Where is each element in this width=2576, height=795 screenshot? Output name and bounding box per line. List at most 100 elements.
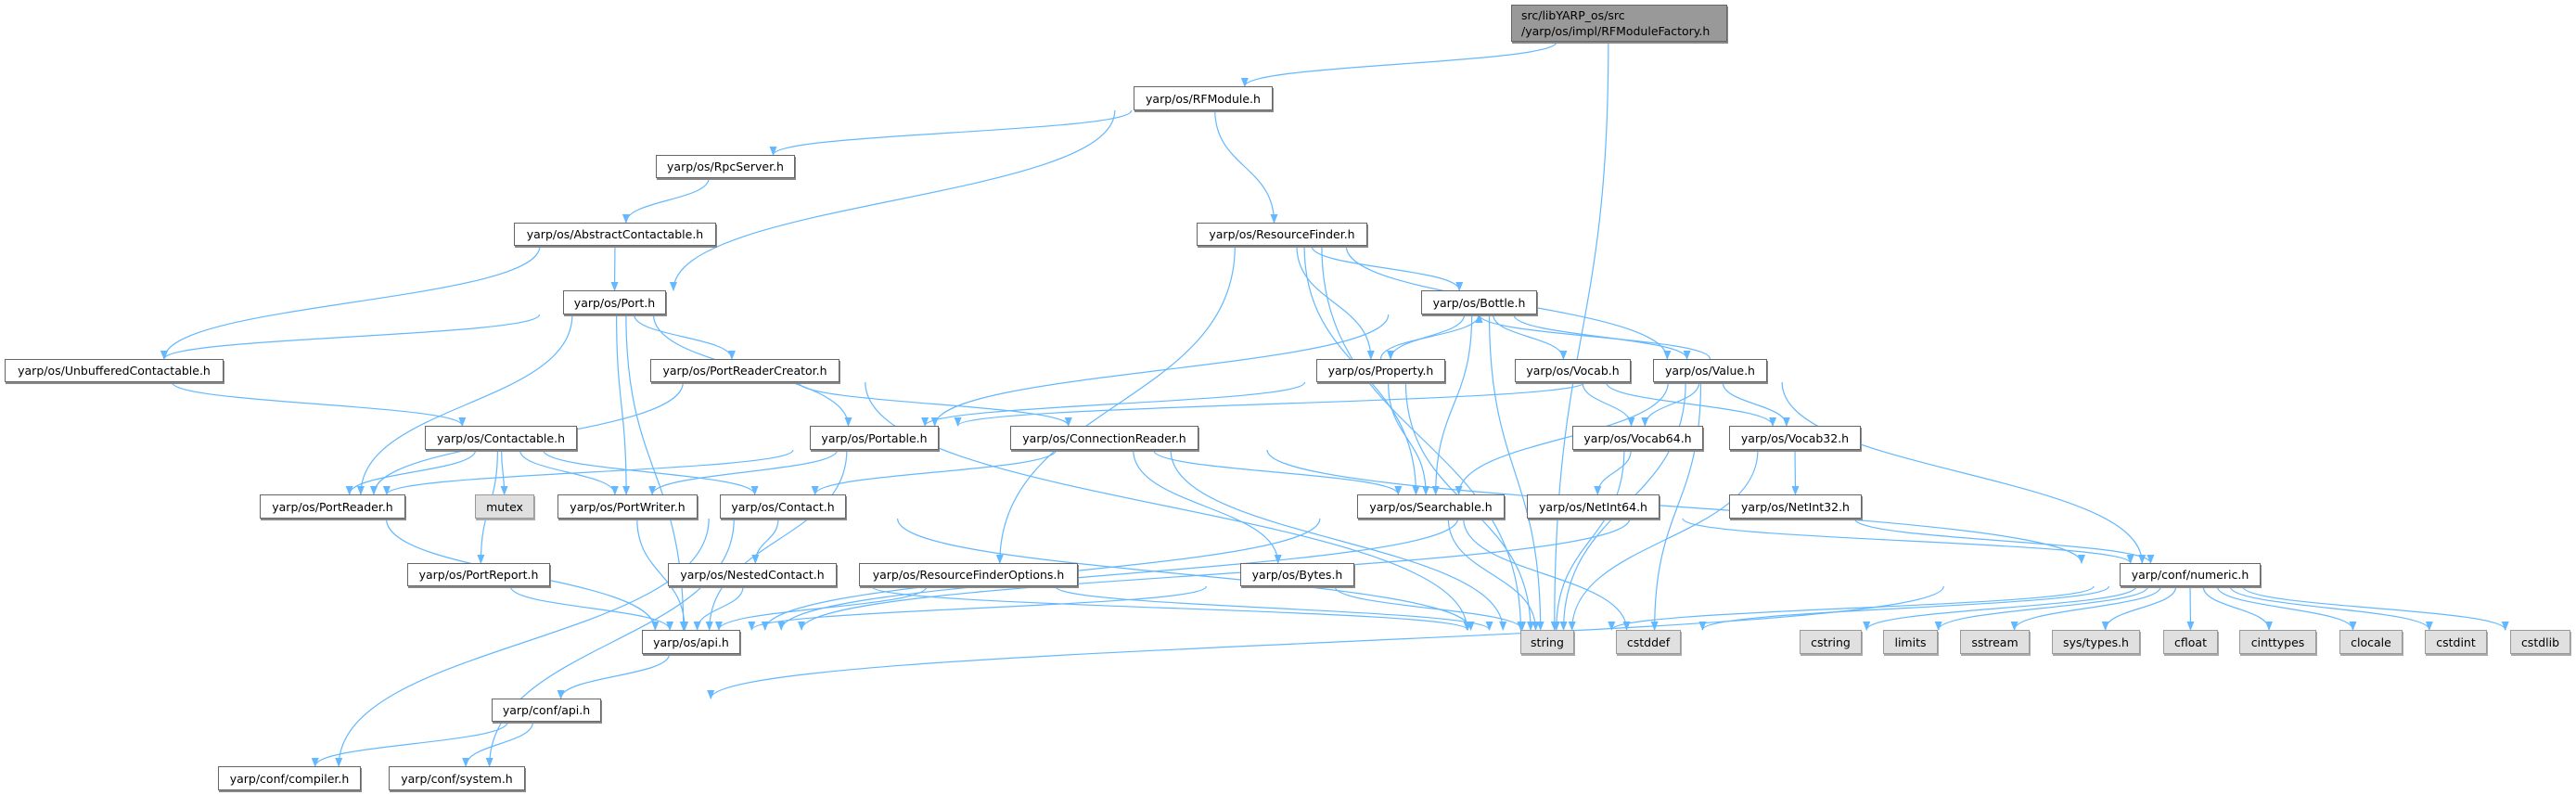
graph-node-vocab32[interactable]: yarp/os/Vocab32.h (1729, 426, 1861, 450)
graph-node-sstream: sstream (1960, 630, 2030, 654)
edge-portwriter-to-osapi (636, 518, 689, 631)
edge-value-to-portable (954, 381, 1585, 427)
edge-contactable-to-portwriter (519, 449, 619, 495)
edge-nestedcontact-to-osapi (693, 585, 744, 631)
edge-portable-to-portreader (383, 449, 794, 495)
graph-node-netint32[interactable]: yarp/os/NetInt32.h (1729, 494, 1862, 519)
edge-property-to-bottle (1379, 314, 1483, 360)
edge-contact-to-nestedcontact (751, 518, 779, 564)
graph-node-resourcefinder[interactable]: yarp/os/ResourceFinder.h (1197, 223, 1367, 246)
edge-vocab-to-vocab32 (1605, 381, 1776, 427)
graph-node-clocale: clocale (2339, 630, 2403, 654)
graph-node-limits: limits (1883, 630, 1938, 654)
edge-rfmodule-to-port (669, 109, 1116, 291)
edge-vocab64-to-string (1552, 449, 1625, 631)
graph-node-contactable[interactable]: yarp/os/Contactable.h (425, 426, 577, 450)
graph-node-confapi[interactable]: yarp/conf/api.h (492, 699, 601, 722)
graph-node-cstddef: cstddef (1616, 630, 1681, 654)
graph-node-cstdlib: cstdlib (2510, 630, 2570, 654)
graph-node-system[interactable]: yarp/conf/system.h (389, 766, 525, 790)
graph-node-vocab[interactable]: yarp/os/Vocab.h (1515, 359, 1631, 382)
edge-value-to-numeric (1781, 381, 2147, 564)
graph-node-portreadercreator[interactable]: yarp/os/PortReaderCreator.h (650, 359, 839, 382)
edge-vocab-to-vocab64 (1582, 381, 1635, 427)
graph-node-bytes[interactable]: yarp/os/Bytes.h (1240, 563, 1354, 586)
edge-rfmodule-to-rpcserver (769, 109, 1133, 156)
edge-root-to-rfmodule (1240, 41, 1557, 87)
graph-node-property[interactable]: yarp/os/Property.h (1316, 359, 1445, 382)
edge-bottle-to-searchable (1431, 314, 1473, 495)
graph-node-string: string (1520, 630, 1574, 654)
edge-resourcefinder-to-property (1296, 245, 1375, 360)
graph-node-contact[interactable]: yarp/os/Contact.h (720, 494, 846, 519)
edge-netint32-to-osapi (798, 518, 1631, 631)
edge-vocab64-to-netint64 (1594, 449, 1632, 495)
graph-node-nestedcontact[interactable]: yarp/os/NestedContact.h (668, 563, 837, 586)
edge-port-to-portreader (356, 314, 573, 495)
edge-rfmodule-to-resourcefinder (1214, 109, 1278, 224)
graph-node-unbufferedcontactable[interactable]: yarp/os/UnbufferedContactable.h (5, 359, 224, 382)
graph-node-resourcefinderoptions[interactable]: yarp/os/ResourceFinderOptions.h (859, 563, 1078, 586)
graph-node-rpcserver[interactable]: yarp/os/RpcServer.h (656, 155, 795, 178)
edge-netint32-to-numeric (1853, 518, 2155, 564)
edge-value-to-cstddef (1650, 381, 1702, 631)
edge-resourcefinder-to-bottle (1311, 245, 1464, 291)
edge-numeric-to-string (1608, 585, 2095, 631)
graph-node-mutex: mutex (475, 494, 534, 519)
edge-value-to-vocab64 (1641, 381, 1700, 427)
edge-nestedcontact-to-string (870, 585, 1472, 631)
graph-node-compiler[interactable]: yarp/conf/compiler.h (218, 766, 361, 790)
edge-netint64-to-numeric (1682, 518, 2134, 564)
edge-value-to-bottle (1475, 314, 1711, 360)
graph-node-searchable[interactable]: yarp/os/Searchable.h (1357, 494, 1505, 519)
graph-node-root-file: src/libYARP_os/src /yarp/os/impl/RFModul… (1511, 5, 1727, 42)
graph-node-cstring: cstring (1800, 630, 1862, 654)
edge-contactable-to-mutex (500, 449, 508, 495)
edge-port-to-portwriter (616, 314, 631, 495)
graph-node-bottle[interactable]: yarp/os/Bottle.h (1421, 290, 1537, 314)
graph-node-rfmodule[interactable]: yarp/os/RFModule.h (1134, 86, 1273, 110)
graph-node-vocab64[interactable]: yarp/os/Vocab64.h (1572, 426, 1703, 450)
edge-connectionreader-to-contact (811, 449, 1057, 495)
graph-node-cstdint: cstdint (2425, 630, 2487, 654)
edge-bytes-to-osapi (748, 585, 1208, 631)
edge-bytes-to-string (1334, 585, 1526, 631)
edge-bottle-to-portable (930, 314, 1390, 427)
edge-resourcefinder-to-string (1321, 245, 1525, 631)
edge-contactable-to-portreader (345, 449, 477, 495)
graph-node-value[interactable]: yarp/os/Value.h (1653, 359, 1767, 382)
edge-numeric-to-confapi (707, 585, 1944, 699)
edge-value-to-searchable (1455, 381, 1669, 495)
edge-contactable-to-contact (543, 449, 759, 495)
edge-osapi-to-confapi (557, 653, 671, 699)
graph-node-systypes: sys/types.h (2052, 630, 2140, 654)
edge-numeric-to-limits (1934, 585, 2149, 631)
edge-port-to-portreadercreator (633, 314, 736, 360)
graph-node-cfloat: cfloat (2163, 630, 2218, 654)
graph-node-port[interactable]: yarp/os/Port.h (563, 290, 666, 314)
graph-node-connectionreader[interactable]: yarp/os/ConnectionReader.h (1010, 426, 1198, 450)
edge-property-to-portable (921, 381, 1306, 427)
edge-numeric-to-cstdint (2229, 585, 2433, 631)
graph-node-osapi[interactable]: yarp/os/api.h (642, 630, 740, 654)
edge-numeric-to-clocale (2216, 585, 2357, 631)
graph-node-portreport[interactable]: yarp/os/PortReport.h (407, 563, 550, 586)
edge-value-to-vocab32 (1722, 381, 1790, 427)
edge-port-to-unbufferedcontactable (160, 314, 541, 360)
graph-node-numeric[interactable]: yarp/conf/numeric.h (2120, 563, 2261, 586)
root-label-line-1: src/libYARP_os/src (1521, 8, 1625, 22)
graph-node-netint64[interactable]: yarp/os/NetInt64.h (1527, 494, 1660, 519)
edge-numeric-to-cstdlib (2242, 585, 2509, 631)
edge-bottle-to-string (1488, 314, 1544, 631)
edge-connectionreader-to-searchable (1152, 449, 1403, 495)
edge-bottle-to-vocab (1493, 314, 1568, 360)
edge-portable-to-osapi (705, 449, 848, 631)
edge-numeric-to-systypes (2101, 585, 2177, 631)
graph-node-abstractcontactable[interactable]: yarp/os/AbstractContactable.h (514, 223, 716, 246)
graph-node-portable[interactable]: yarp/os/Portable.h (810, 426, 939, 450)
graph-node-portwriter[interactable]: yarp/os/PortWriter.h (557, 494, 698, 519)
edge-netint64-to-osapi (777, 518, 1459, 631)
graph-node-portreader[interactable]: yarp/os/PortReader.h (260, 494, 405, 519)
